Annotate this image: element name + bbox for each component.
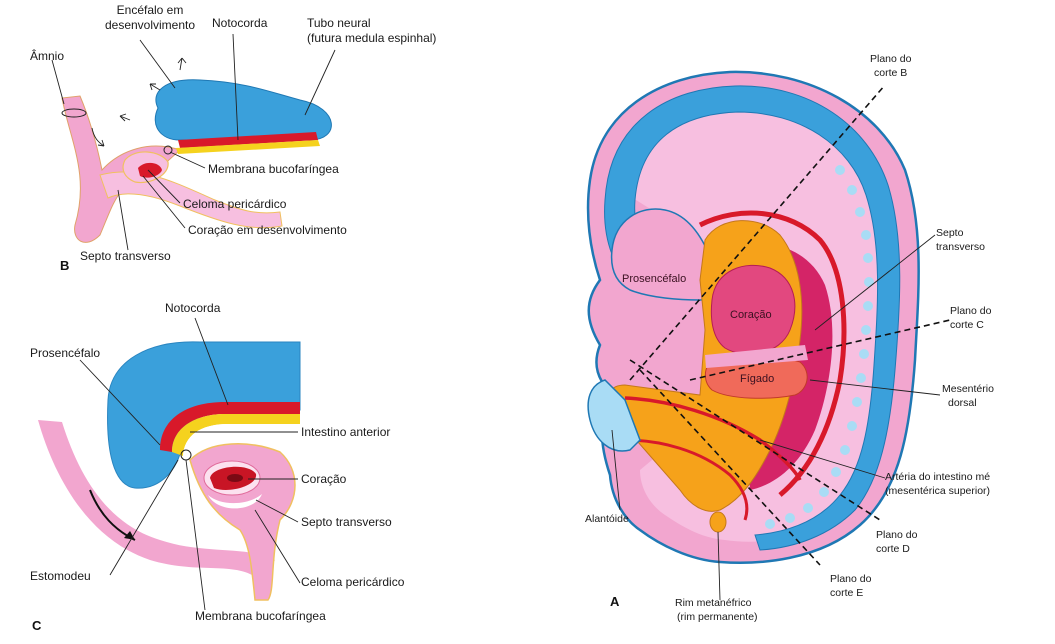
panel-b-letter: B — [60, 258, 69, 273]
panel-c-endoderm — [172, 414, 300, 456]
panel-b-arrow-2 — [177, 57, 187, 71]
panel-b-membrane-ring — [163, 145, 173, 155]
cut-plane-b — [629, 84, 886, 381]
label-plano-b-2: corte B — [874, 67, 907, 79]
panel-a-somites — [765, 165, 874, 529]
label-plano-d-2: corte D — [876, 543, 910, 555]
panel-a-septum — [705, 345, 808, 368]
panel-c-notochord — [160, 402, 300, 452]
label-plano-e-1: Plano do — [830, 573, 872, 585]
cut-plane-e — [639, 369, 821, 566]
panel-b-label-septo: Septo transverso — [80, 249, 171, 263]
panel-b-label-tubo-2: (futura medula espinhal) — [307, 31, 436, 45]
cut-plane-c — [689, 319, 951, 381]
label-mesenterio-2: dorsal — [948, 397, 977, 409]
label-plano-c-1: Plano do — [950, 305, 992, 317]
panel-b-label-encefalo-1: Encéfalo em — [117, 3, 184, 17]
panel-b-neural-tube — [154, 79, 332, 141]
panel-c-label-intestino: Intestino anterior — [301, 425, 390, 439]
label-figado: Fígado — [740, 373, 774, 385]
panel-b-arrow-3 — [119, 113, 131, 122]
panel-b-label-celoma: Celoma pericárdico — [183, 197, 287, 211]
panel-a-letter: A — [610, 594, 620, 609]
panel-c-foregut — [183, 424, 300, 458]
panel-c-label-membrana: Membrana bucofaríngea — [195, 609, 326, 623]
panel-c-letter: C — [32, 618, 42, 633]
panel-b-heart — [138, 162, 162, 178]
panel-c-label-celoma: Celoma pericárdico — [301, 575, 405, 589]
panel-b-arrow-4 — [91, 127, 105, 147]
label-septo-1: Septo — [936, 227, 964, 239]
panel-b-label-notocorda: Notocorda — [212, 16, 268, 30]
label-arteria-1: Artéria do intestino mé — [885, 471, 990, 483]
panel-b-notochord — [178, 132, 318, 148]
panel-a-midgut-artery — [624, 396, 802, 481]
panel-a-gut-loop — [624, 438, 749, 521]
label-plano-c-2: corte C — [950, 319, 984, 331]
panel-c-leaders — [79, 317, 301, 611]
panel-a-kidney — [709, 511, 727, 533]
panel-a-allantois — [587, 379, 641, 452]
label-mesenterio-1: Mesentério — [942, 383, 994, 395]
panel-b-label-coracao: Coração em desenvolvimento — [188, 223, 347, 237]
panel-c: Notocorda Prosencéfalo Intestino anterio… — [30, 301, 405, 633]
panel-a-leaders — [611, 234, 941, 601]
panel-b-amnion-ring — [61, 108, 87, 118]
panel-b-body-wall — [99, 171, 283, 229]
panel-a-dorsal-aorta — [698, 210, 847, 497]
label-coracao: Coração — [730, 309, 772, 321]
panel-b-label-encefalo-2: desenvolvimento — [105, 18, 195, 32]
panel-a: Plano do corte B Septo transverso Plano … — [585, 53, 994, 623]
label-rim-2: (rim permanente) — [677, 611, 758, 623]
panel-b: Encéfalo em desenvolvimento Notocorda Tu… — [30, 3, 436, 273]
panel-b-endoderm — [176, 140, 320, 154]
panel-c-label-coracao: Coração — [301, 472, 347, 486]
panel-c-label-estomodeu: Estomodeu — [30, 569, 91, 583]
panel-c-heart-lumen — [227, 474, 243, 482]
label-rim-1: Rim metanéfrico — [675, 597, 752, 609]
label-plano-b-1: Plano do — [870, 53, 912, 65]
panel-c-label-septo: Septo transverso — [301, 515, 392, 529]
panel-b-arrow-1 — [149, 83, 161, 91]
panel-b-label-amnio: Âmnio — [30, 48, 64, 63]
panel-c-label-notocorda: Notocorda — [165, 301, 221, 315]
panel-c-label-prosencefalo: Prosencéfalo — [30, 346, 100, 360]
label-prosencefalo: Prosencéfalo — [622, 273, 686, 285]
label-alantoide: Alantóide — [585, 513, 629, 525]
label-arteria-2: (mesentérica superior) — [885, 485, 990, 497]
label-septo-2: transverso — [936, 241, 985, 253]
panel-c-celoma — [208, 494, 262, 509]
label-plano-d-1: Plano do — [876, 529, 918, 541]
panel-a-heart — [710, 264, 796, 355]
panel-b-leaders — [51, 33, 336, 251]
panel-b-label-membrana: Membrana bucofaríngea — [208, 162, 339, 176]
label-plano-e-2: corte E — [830, 587, 863, 599]
panel-b-label-tubo-1: Tubo neural — [307, 16, 371, 30]
